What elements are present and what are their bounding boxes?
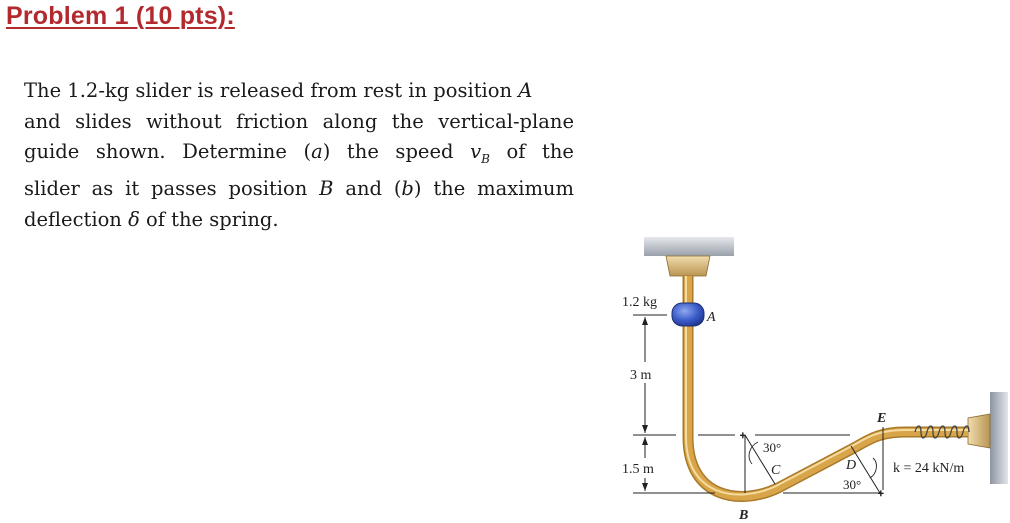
slider-block: [671, 302, 705, 327]
problem-line-3: guide shown. Determine (a) the speed vB …: [24, 140, 574, 166]
label-b: B: [738, 508, 748, 523]
problem-line-5: deflection δ of the spring.: [24, 207, 279, 231]
problem-line-2: and slides without friction along the ve…: [24, 109, 574, 133]
dim-lower-label: 1.5 m: [622, 462, 654, 477]
spring: [914, 425, 970, 439]
angle-arcs: + +: [740, 431, 885, 501]
problem-title: Problem 1 (10 pts):: [6, 2, 235, 30]
guide-rod: [682, 276, 968, 502]
wall-support: [967, 392, 1008, 484]
label-d: D: [845, 458, 856, 473]
dimension-arrows: [642, 317, 648, 491]
problem-line-4: slider as it passes position B and (b) t…: [24, 177, 574, 201]
label-e: E: [876, 411, 886, 426]
label-c: C: [771, 463, 781, 478]
label-a: A: [706, 310, 716, 325]
angle-d-label: 30°: [843, 477, 861, 492]
dimension-lines: [633, 314, 884, 494]
angle-c-label: 30°: [763, 440, 781, 455]
svg-text:+: +: [878, 489, 884, 500]
mass-label: 1.2 kg: [622, 295, 657, 310]
problem-line-1: The 1.2-kg slider is released from rest …: [24, 79, 533, 102]
svg-text:+: +: [740, 431, 746, 442]
spring-constant-label: k = 24 kN/m: [893, 461, 964, 476]
ceiling-support: [644, 237, 734, 277]
problem-statement: The 1.2-kg slider is released from rest …: [24, 76, 574, 235]
dim-upper-label: 3 m: [630, 368, 652, 383]
